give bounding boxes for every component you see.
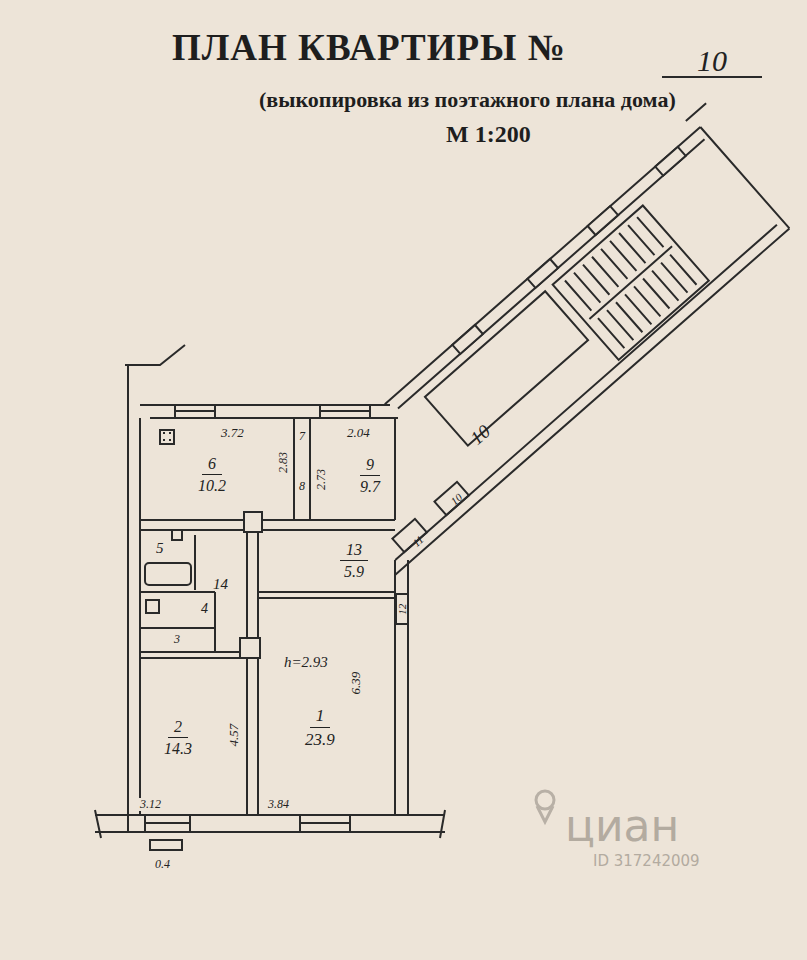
room-label: 135.9	[337, 540, 371, 583]
room-number: 9	[360, 456, 380, 476]
stair-well	[553, 205, 709, 359]
dimension: 6.39	[349, 671, 363, 696]
dimension: 2.04	[346, 426, 371, 440]
dimension: 0.4	[154, 858, 171, 871]
room-number: 14	[213, 576, 228, 593]
watermark-id: ID 317242009	[593, 853, 700, 870]
closet	[434, 482, 468, 515]
room-label: 610.2	[195, 454, 229, 497]
room-label: 214.3	[161, 717, 195, 760]
room-number: 13	[340, 541, 368, 561]
closet	[392, 519, 426, 552]
plan-title: ПЛАН КВАРТИРЫ №	[172, 26, 566, 69]
dimension: 3.84	[267, 798, 290, 811]
niche	[396, 594, 408, 624]
window-pane	[145, 411, 370, 823]
room-label: 3	[171, 632, 183, 648]
stove-burners	[163, 433, 171, 440]
room-area: 14.3	[164, 738, 192, 758]
room-number: 1	[310, 706, 331, 728]
room-label: 4	[198, 600, 211, 618]
subtitle: (выкопировка из поэтажного плана дома)	[259, 88, 676, 112]
room-number: 11	[410, 533, 426, 549]
toilet-symbol	[146, 600, 159, 613]
room-number: 8	[299, 480, 305, 494]
room-area: 5.9	[344, 561, 364, 581]
ceiling-height: h=2.93	[283, 654, 329, 671]
room-label: 8	[296, 479, 308, 495]
apartment-number: 10	[697, 44, 727, 77]
room-number: 7	[299, 430, 305, 444]
dimension: 2.83	[277, 451, 290, 474]
watermark-icon	[536, 791, 554, 822]
room-label: 12	[395, 601, 410, 618]
room-number: 3	[174, 633, 180, 647]
room-label: 123.9	[302, 705, 338, 750]
room-label: 99.7	[357, 455, 383, 498]
room-number: 2	[168, 718, 188, 738]
dimension: 3.72	[220, 426, 245, 440]
window	[320, 405, 370, 418]
room-label: 5	[153, 539, 167, 558]
room-number: 6	[202, 455, 222, 475]
stair-wing	[297, 103, 805, 575]
window-pane	[145, 822, 350, 824]
inner-walls	[140, 418, 395, 815]
window	[655, 147, 685, 176]
dimension: 4.57	[227, 723, 241, 748]
balcony	[150, 840, 182, 850]
dimension: 2.73	[315, 468, 328, 491]
pin-tail	[537, 806, 553, 822]
room-number: 5	[156, 540, 164, 557]
room-label: 14	[210, 575, 231, 594]
room-area: 9.7	[360, 476, 380, 496]
watermark: циан	[565, 802, 679, 850]
room-area: 10.2	[198, 475, 226, 495]
room-label: 7	[296, 429, 308, 445]
wing-walls	[297, 103, 805, 575]
scale: М 1:200	[446, 121, 531, 147]
room-number: 10	[448, 491, 465, 508]
column	[244, 512, 262, 532]
bathtub	[145, 563, 191, 585]
stair-steps	[560, 213, 702, 353]
sink-symbol	[172, 530, 182, 540]
room-number: 12	[396, 604, 409, 615]
stove-symbol	[160, 430, 174, 444]
column	[240, 638, 260, 658]
outer-walls	[95, 345, 445, 838]
walls	[95, 77, 762, 850]
hall-room	[425, 291, 588, 445]
room-number: 4	[201, 601, 208, 617]
dimension: 3.12	[139, 798, 162, 811]
room-area: 23.9	[305, 728, 335, 750]
